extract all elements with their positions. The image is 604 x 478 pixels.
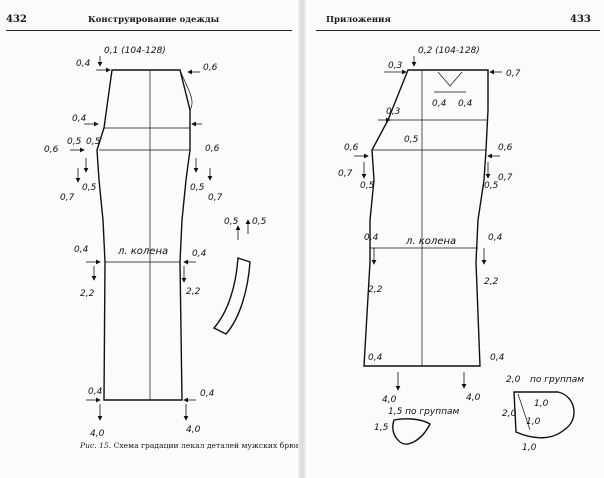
label-knee-line-right: л. колена bbox=[405, 236, 456, 247]
left-page: 432 Конструирование одежды 0,1 (104 bbox=[0, 0, 300, 478]
header-rule-left bbox=[6, 30, 292, 31]
label-a11: 0,7 bbox=[208, 193, 223, 203]
label-b8: 0,6 bbox=[498, 143, 513, 153]
label-b26: 1,0 bbox=[522, 443, 537, 453]
label-knee-line: л. колена bbox=[117, 246, 168, 257]
label-b10: 0,5 bbox=[360, 181, 375, 191]
label-b11: 0,5 bbox=[484, 181, 499, 191]
left-trousers-diagram: 0,1 (104-128) 0,4 0,6 0,4 0,5 0,5 0,6 0,… bbox=[44, 46, 267, 439]
book-gutter bbox=[298, 0, 306, 478]
label-b13: 0,4 bbox=[364, 233, 379, 243]
label-b3: 0,4 bbox=[432, 99, 447, 109]
label-b2: 0,7 bbox=[506, 69, 521, 79]
label-a5: 0,5 bbox=[86, 137, 101, 147]
label-b19: 4,0 bbox=[382, 395, 397, 405]
right-trousers-diagram: .barw{fill:none;stroke:#111;stroke-width… bbox=[338, 46, 584, 453]
label-a10: 0,5 bbox=[190, 183, 205, 193]
label-b14: 2,2 bbox=[368, 285, 383, 295]
fly-piece bbox=[212, 257, 251, 335]
label-b22: 2,0 bbox=[506, 375, 521, 385]
label-b25: 1,0 bbox=[526, 417, 541, 427]
label-a15: 2,2 bbox=[80, 289, 95, 299]
page-number-left: 432 bbox=[6, 14, 27, 25]
label-a12: 0,5 bbox=[224, 217, 239, 227]
right-page: Приложения 433 .barw{fill:none;stroke:#1… bbox=[308, 0, 604, 478]
label-a21: 4,0 bbox=[186, 425, 201, 435]
running-head-right: Приложения bbox=[326, 15, 391, 25]
caption-text: Схема градации лекал деталей мужских брю… bbox=[111, 441, 301, 450]
label-a7: 0,6 bbox=[205, 144, 220, 154]
label-b5: 0,3 bbox=[386, 107, 401, 117]
figure-caption: Рис. 15. Схема градации лекал деталей му… bbox=[80, 441, 300, 450]
label-b20: 4,0 bbox=[466, 393, 481, 403]
label-a14: 0,4 bbox=[74, 245, 89, 255]
label-a20: 0,4 bbox=[200, 389, 215, 399]
page-number-right: 433 bbox=[570, 14, 591, 25]
label-b7: 0,6 bbox=[344, 143, 359, 153]
label-b15: 0,4 bbox=[488, 233, 503, 243]
label-a6: 0,6 bbox=[44, 145, 59, 155]
label-b24: 1,0 bbox=[534, 399, 549, 409]
label-top-formula-right: 0,2 (104-128) bbox=[418, 46, 480, 56]
caption-prefix: Рис. 15. bbox=[80, 441, 112, 450]
label-a13: 0,5 bbox=[252, 217, 267, 227]
label-b1: 0,3 bbox=[388, 61, 403, 71]
label-a4: 0,5 bbox=[67, 137, 82, 147]
label-a8: 0,5 bbox=[82, 183, 97, 193]
label-b6: 0,5 bbox=[404, 135, 419, 145]
label-a9: 0,7 bbox=[60, 193, 75, 203]
pocket-piece-small bbox=[392, 418, 431, 445]
label-a17: 2,2 bbox=[186, 287, 201, 297]
label-a18: 0,4 bbox=[88, 387, 103, 397]
label-group2: по группам bbox=[530, 375, 584, 385]
label-a1: 0,4 bbox=[76, 59, 91, 69]
label-a2: 0,6 bbox=[203, 63, 218, 73]
label-b12: 0,7 bbox=[498, 173, 513, 183]
label-a16: 0,4 bbox=[192, 249, 207, 259]
label-b23: 2,0 bbox=[502, 409, 517, 419]
front-pattern-outline bbox=[96, 69, 191, 401]
waist-dart bbox=[437, 71, 463, 87]
label-b9: 0,7 bbox=[338, 169, 353, 179]
pocket-piece-large bbox=[513, 391, 575, 439]
label-group1: 1,5 по группам bbox=[388, 407, 459, 417]
label-b18: 0,4 bbox=[490, 353, 505, 363]
label-b17: 0,4 bbox=[368, 353, 383, 363]
label-b4: 0,4 bbox=[458, 99, 473, 109]
label-a3: 0,4 bbox=[72, 114, 87, 124]
back-pattern-outline bbox=[363, 69, 489, 367]
header-rule-right bbox=[316, 30, 600, 31]
label-b21: 1,5 bbox=[374, 423, 389, 433]
label-a19: 4,0 bbox=[90, 429, 105, 439]
label-top-formula: 0,1 (104-128) bbox=[104, 46, 166, 56]
running-head-left: Конструирование одежды bbox=[88, 15, 220, 25]
label-b16: 2,2 bbox=[484, 277, 499, 287]
